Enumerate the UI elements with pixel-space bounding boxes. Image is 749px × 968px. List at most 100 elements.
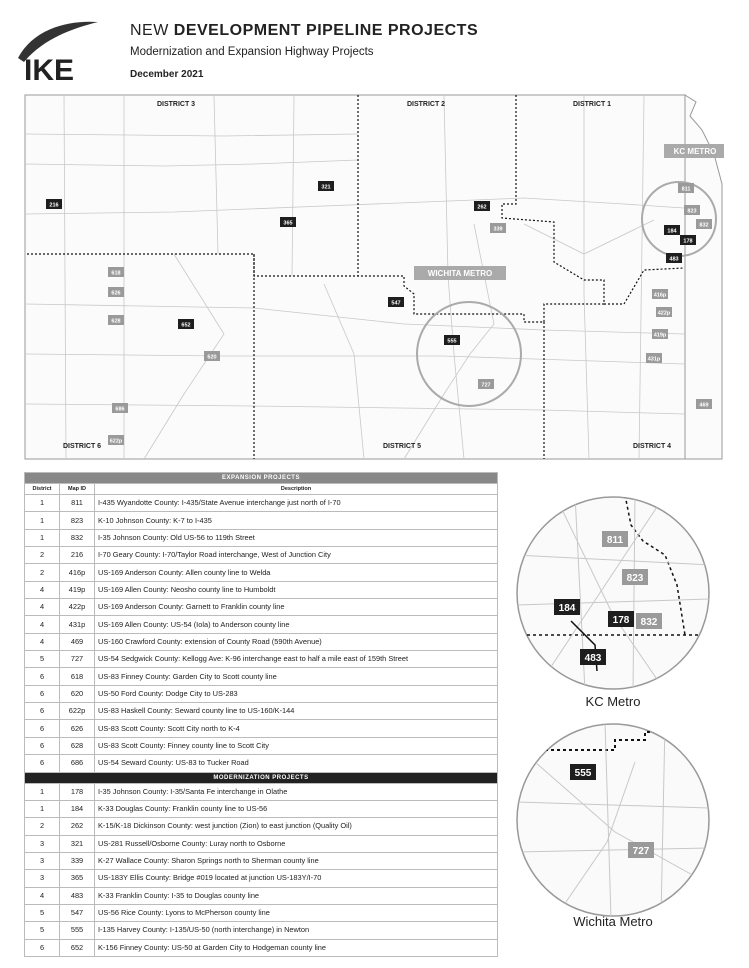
road-line <box>25 197 685 215</box>
description-cell: US-169 Anderson County: Allen county lin… <box>94 563 498 582</box>
map-id-cell: 555 <box>59 921 95 940</box>
district-cell: 3 <box>24 869 60 888</box>
marker-box <box>478 379 494 389</box>
project-marker-216: 216 <box>46 199 62 209</box>
road-line <box>213 95 219 255</box>
map-id-cell: 339 <box>59 851 95 871</box>
map-id-cell: 628 <box>59 736 95 756</box>
marker-box <box>570 764 596 780</box>
project-marker-832: 832 <box>696 219 712 229</box>
table-column-headers: District Map ID Description <box>24 483 498 495</box>
inset-road <box>517 554 709 566</box>
district-label-6: DISTRICT 6 <box>63 443 101 450</box>
kansas-district-map: KC METRO WICHITA METRO DISTRICT 3 DISTRI… <box>24 94 724 460</box>
marker-label: 626 <box>111 291 120 297</box>
col-map-id: Map ID <box>59 483 95 495</box>
boundary-1-4 <box>604 267 685 305</box>
kc-marker-811: 811 <box>602 531 628 547</box>
description-cell: K-10 Johnson County: K-7 to I-435 <box>94 511 498 530</box>
marker-label: 832 <box>699 223 708 229</box>
inset-road <box>517 598 709 606</box>
project-marker-178: 178 <box>680 235 696 245</box>
project-marker-431p: 431p <box>646 353 662 363</box>
district-label-2: DISTRICT 2 <box>407 101 445 108</box>
marker-label: 365 <box>283 221 292 227</box>
marker-label: 184 <box>667 229 677 235</box>
wichita-inset-circle <box>516 723 710 917</box>
marker-label: 727 <box>481 383 490 389</box>
project-marker-626: 626 <box>108 287 124 297</box>
project-marker-555: 555 <box>444 335 460 345</box>
projects-table: EXPANSION PROJECTS District Map ID Descr… <box>24 472 498 957</box>
marker-box <box>108 267 124 277</box>
district-cell: 6 <box>24 702 60 721</box>
district-cell: 6 <box>24 754 60 773</box>
marker-box <box>608 611 634 627</box>
project-marker-262: 262 <box>474 201 490 211</box>
marker-label: 555 <box>575 768 592 779</box>
kc-metro-caption: KC Metro <box>585 694 641 709</box>
map-id-cell: 469 <box>59 632 95 652</box>
marker-box <box>444 335 460 345</box>
kc-metro-label-bg <box>664 144 724 158</box>
wichita-metro-label-bg <box>414 266 506 280</box>
district-cell: 3 <box>24 851 60 871</box>
page-subtitle: Modernization and Expansion Highway Proj… <box>130 46 374 58</box>
project-marker-811: 811 <box>678 183 694 193</box>
district-cell: 4 <box>24 632 60 652</box>
kc-inset-stateline <box>624 497 686 636</box>
district-cell: 6 <box>24 736 60 756</box>
marker-box <box>108 435 124 445</box>
district-cell: 6 <box>24 684 60 704</box>
map-id-cell: 365 <box>59 869 95 888</box>
inset-road <box>517 847 709 853</box>
ike-logo: IKE <box>18 21 98 87</box>
projects-table-wrap: EXPANSION PROJECTS District Map ID Descr… <box>24 472 498 957</box>
marker-label: 727 <box>633 846 650 857</box>
marker-box <box>678 183 694 193</box>
marker-box <box>652 289 668 299</box>
description-cell: K-27 Wallace County: Sharon Springs nort… <box>94 851 498 871</box>
inset-road <box>534 761 706 883</box>
description-cell: I-70 Geary County: I-70/Taylor Road inte… <box>94 546 498 565</box>
wichita-metro-label: WICHITA METRO <box>414 266 506 280</box>
road-line <box>323 283 365 460</box>
inset-road <box>660 724 666 916</box>
map-id-cell: 262 <box>59 817 95 836</box>
inset-road <box>554 761 636 916</box>
project-marker-622p: 622p <box>108 435 124 445</box>
marker-label: 422p <box>658 311 671 317</box>
description-cell: US-169 Allen County: US-54 (Iola) to And… <box>94 615 498 634</box>
marker-label: 469 <box>699 403 708 409</box>
marker-box <box>628 842 654 858</box>
project-marker-618: 618 <box>108 267 124 277</box>
kc-marker-823: 823 <box>622 569 648 585</box>
marker-label: 416p <box>654 293 667 299</box>
marker-box <box>636 613 662 629</box>
col-description: Description <box>94 483 498 495</box>
project-marker-727: 727 <box>478 379 494 389</box>
road-line <box>638 95 645 460</box>
district-cell: 1 <box>24 493 60 513</box>
description-cell: US-54 Sedgwick County: Kellogg Ave: K-96… <box>94 650 498 669</box>
marker-label: 321 <box>321 185 330 191</box>
project-marker-823: 823 <box>684 205 700 215</box>
map-id-cell: 184 <box>59 799 95 819</box>
district-cell: 1 <box>24 799 60 819</box>
description-cell: I-35 Johnson County: I-35/Santa Fe inter… <box>94 782 498 801</box>
marker-box <box>388 297 404 307</box>
marker-box <box>580 649 606 665</box>
logo-swoosh <box>18 21 98 62</box>
road-line <box>25 403 685 415</box>
road-line <box>583 96 590 460</box>
road-network <box>25 95 685 460</box>
